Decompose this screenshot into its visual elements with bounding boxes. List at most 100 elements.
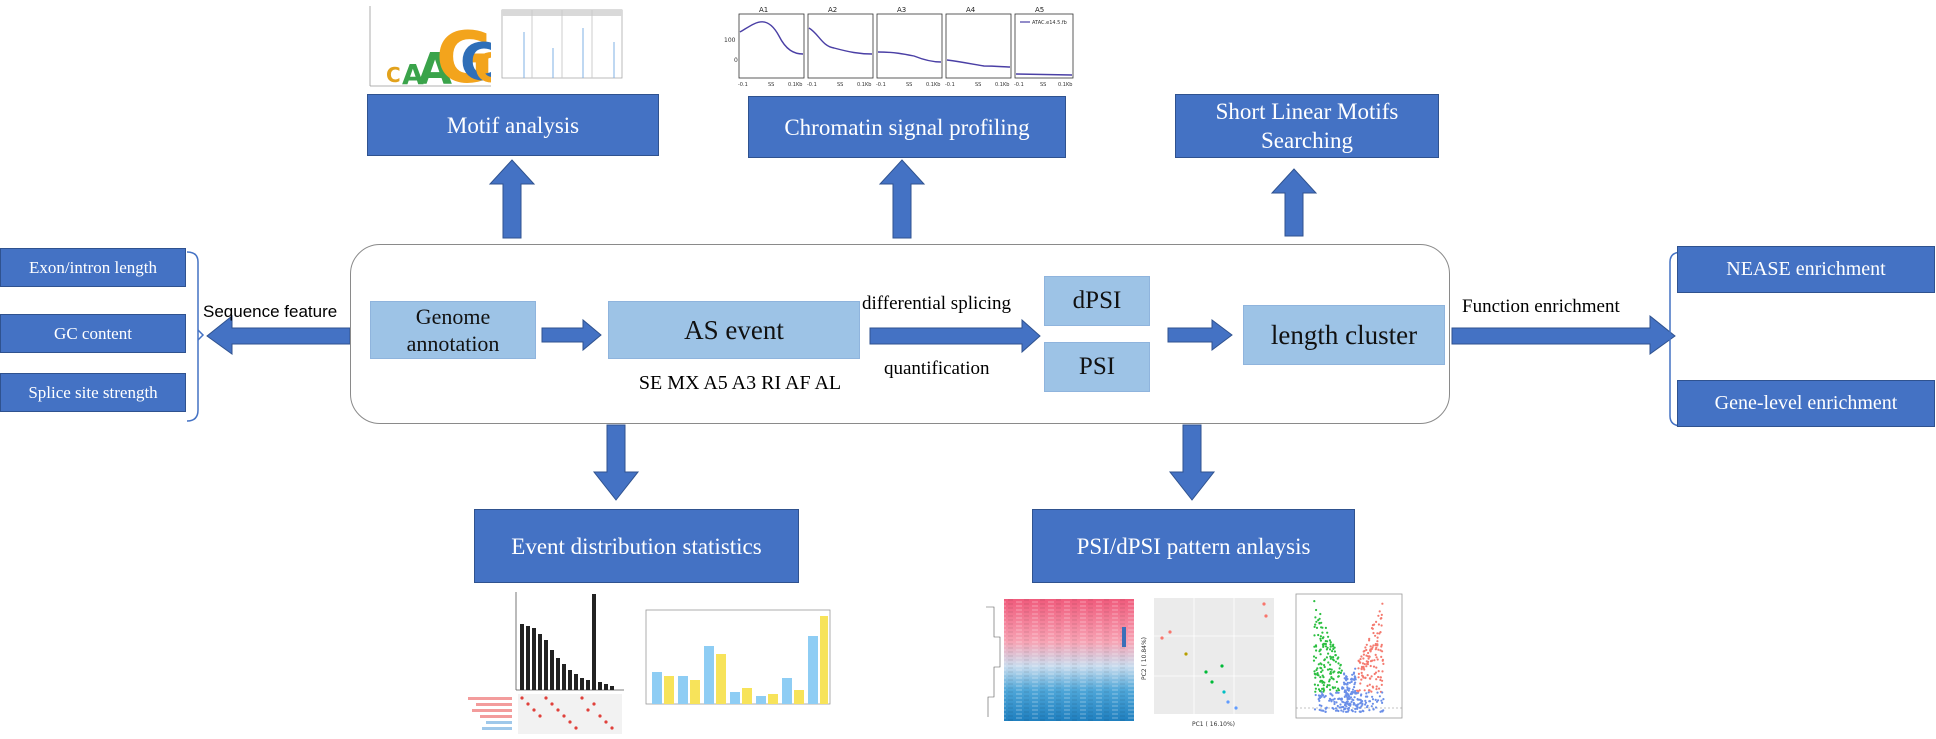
volcano-point — [1372, 708, 1375, 711]
volcano-point — [1357, 672, 1360, 675]
volcano-point — [1349, 693, 1352, 696]
volcano-point — [1345, 683, 1348, 686]
psi-pattern-label: PSI/dPSI pattern anlaysis — [1076, 533, 1311, 559]
svg-text:A2: A2 — [828, 6, 837, 14]
volcano-point — [1346, 686, 1349, 690]
volcano-point — [1368, 709, 1371, 712]
volcano-point — [1328, 668, 1331, 671]
volcano-point — [1364, 676, 1367, 679]
volcano-point — [1322, 676, 1325, 679]
volcano-point — [1375, 688, 1378, 691]
volcano-point — [1329, 648, 1332, 651]
volcano-point — [1354, 678, 1357, 681]
as-event-box: AS event — [608, 301, 860, 359]
volcano-point — [1368, 683, 1371, 686]
volcano-point — [1332, 707, 1335, 710]
volcano-point — [1319, 635, 1322, 638]
volcano-point — [1375, 620, 1378, 623]
volcano-point — [1376, 691, 1379, 694]
volcano-point — [1315, 668, 1318, 672]
volcano-point — [1382, 698, 1385, 701]
svg-text:A1: A1 — [759, 6, 768, 14]
volcano-point — [1363, 663, 1366, 666]
volcano-point — [1314, 673, 1317, 676]
volcano-point — [1349, 696, 1353, 699]
volcano-point — [1345, 700, 1348, 703]
volcano-point — [1324, 694, 1327, 698]
volcano-point — [1315, 649, 1318, 652]
svg-text:-0.1: -0.1 — [945, 82, 955, 88]
volcano-thumbnail — [1292, 592, 1404, 722]
svg-text:SS: SS — [837, 82, 843, 88]
gc-content-label: GC content — [54, 324, 132, 343]
volcano-point — [1373, 659, 1376, 662]
volcano-point — [1357, 676, 1360, 679]
volcano-point — [1324, 626, 1327, 629]
volcano-point — [1327, 661, 1330, 664]
arrow-left-sequence — [206, 314, 351, 355]
volcano-point — [1324, 642, 1327, 646]
volcano-point — [1314, 687, 1317, 690]
volcano-point — [1382, 662, 1385, 665]
volcano-point — [1339, 671, 1342, 674]
volcano-point — [1317, 663, 1320, 666]
volcano-point — [1360, 693, 1363, 696]
volcano-point — [1365, 648, 1368, 652]
volcano-point — [1371, 698, 1375, 701]
volcano-point — [1376, 643, 1379, 646]
volcano-point — [1351, 673, 1354, 676]
quantification-label: quantification — [884, 358, 990, 379]
splice-site-strength-label: Splice site strength — [28, 383, 158, 402]
volcano-point — [1313, 683, 1316, 686]
volcano-point — [1353, 686, 1356, 689]
svg-text:-0.1: -0.1 — [738, 82, 748, 88]
volcano-point — [1356, 703, 1359, 706]
volcano-point — [1321, 669, 1324, 672]
volcano-point — [1366, 674, 1369, 677]
event-types-label: SE MX A5 A3 RI AF AL — [638, 372, 842, 394]
volcano-point — [1315, 620, 1318, 623]
volcano-point — [1316, 684, 1320, 687]
genome-annotation-label: Genome annotation — [406, 304, 500, 356]
volcano-point — [1322, 645, 1325, 648]
arrow-up-chromatin — [878, 159, 926, 239]
volcano-point — [1324, 645, 1328, 648]
volcano-point — [1332, 677, 1335, 680]
volcano-point — [1374, 644, 1377, 647]
volcano-point — [1333, 700, 1336, 703]
volcano-point — [1337, 662, 1340, 665]
volcano-point — [1370, 675, 1373, 678]
volcano-point — [1371, 695, 1374, 698]
volcano-point — [1320, 670, 1323, 674]
volcano-point — [1376, 658, 1379, 661]
svg-text:-0.1: -0.1 — [1014, 82, 1024, 88]
volcano-point — [1345, 695, 1348, 698]
svg-text:SS: SS — [975, 82, 981, 88]
volcano-point — [1353, 683, 1356, 686]
volcano-point — [1338, 706, 1341, 709]
volcano-point — [1315, 626, 1319, 629]
volcano-point — [1342, 705, 1345, 709]
volcano-point — [1356, 707, 1359, 710]
volcano-point — [1335, 691, 1338, 694]
volcano-point — [1340, 669, 1343, 672]
dpsi-box: dPSI — [1044, 276, 1150, 326]
volcano-point — [1375, 678, 1378, 681]
volcano-point — [1338, 667, 1341, 670]
motif-letter-a: A — [418, 44, 452, 88]
volcano-point — [1378, 632, 1381, 635]
volcano-point — [1340, 698, 1343, 701]
volcano-point — [1333, 697, 1336, 700]
volcano-point — [1348, 687, 1351, 690]
volcano-point — [1377, 699, 1380, 702]
volcano-point — [1329, 645, 1332, 648]
volcano-point — [1360, 678, 1363, 681]
volcano-point — [1368, 700, 1372, 703]
volcano-point — [1381, 602, 1384, 605]
volcano-point — [1381, 691, 1384, 694]
chromatin-panel-a5: A5 ATAC.e14.5.fb -0.1 SS 0.1Kb — [1014, 6, 1074, 88]
volcano-point — [1331, 650, 1334, 653]
volcano-point — [1377, 648, 1380, 651]
volcano-point — [1320, 709, 1323, 712]
volcano-point — [1314, 656, 1318, 659]
